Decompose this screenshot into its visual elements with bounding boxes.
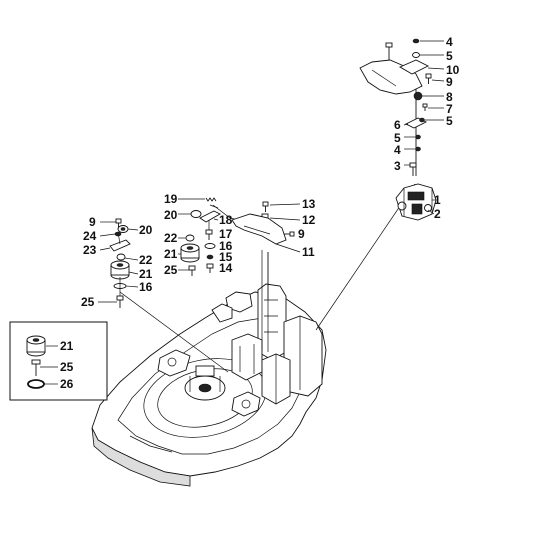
callout-14: 14	[219, 261, 233, 275]
callout-22: 22	[139, 253, 153, 267]
callout-24: 24	[83, 229, 97, 243]
callout-11: 11	[302, 245, 315, 259]
washer-icon	[412, 52, 420, 58]
washer-icon	[419, 117, 425, 123]
washer-icon	[206, 254, 214, 260]
callout-7: 7	[446, 102, 453, 116]
gearbox-icon	[395, 183, 437, 221]
callout-9: 9	[89, 215, 96, 229]
callout-12: 12	[302, 213, 316, 227]
bracket-icon	[109, 239, 131, 252]
nut-icon	[116, 253, 126, 261]
mower-deck	[91, 250, 327, 487]
callout-6: 6	[394, 118, 401, 132]
nut-icon	[117, 225, 129, 233]
screw-icon	[422, 103, 428, 111]
callout-20: 20	[164, 208, 178, 222]
callout-22: 22	[164, 231, 178, 245]
callout-23: 23	[83, 243, 97, 257]
screw-icon	[262, 201, 269, 212]
callout-5: 5	[394, 131, 401, 145]
bolt-icon	[188, 265, 196, 276]
gearbox-assembly	[359, 38, 437, 221]
callout-20: 20	[139, 223, 153, 237]
callout-21: 21	[164, 247, 178, 261]
callout-13: 13	[302, 197, 316, 211]
callout-25: 25	[164, 263, 178, 277]
callout-25: 25	[60, 360, 74, 374]
belt-guard-assembly	[231, 201, 295, 245]
callout-21: 21	[139, 267, 153, 281]
pulley-icon	[180, 243, 200, 263]
callout-3: 3	[394, 159, 401, 173]
washer-icon	[415, 134, 421, 140]
washer-icon	[412, 38, 420, 44]
inset-box	[9, 321, 108, 401]
bolt-icon	[31, 359, 41, 376]
callout-9: 9	[298, 227, 305, 241]
tension-arm-icon	[199, 210, 221, 223]
belt-guard-icon	[231, 213, 287, 245]
bolt-icon	[116, 295, 124, 308]
callout-19: 19	[164, 192, 178, 206]
bolt-icon	[205, 229, 213, 240]
callout-16: 16	[219, 239, 233, 253]
callout-10: 10	[446, 63, 460, 77]
callout-15: 15	[219, 250, 233, 264]
pulley-icon	[110, 260, 130, 280]
callout-5: 5	[446, 114, 453, 128]
callout-5: 5	[446, 49, 453, 63]
callout-labels: 4 5 10 9 8 7 5 6 5 4 3 1 2 19 20 18 22 2…	[60, 35, 460, 391]
bushing-icon	[413, 91, 423, 101]
screw-icon	[425, 73, 432, 84]
callout-25: 25	[81, 295, 95, 309]
callout-17: 17	[219, 227, 233, 241]
pulley-icon	[26, 335, 46, 357]
callout-4: 4	[394, 143, 401, 157]
bolt-icon	[206, 263, 214, 273]
bracket-icon	[399, 59, 430, 75]
callout-9: 9	[446, 75, 453, 89]
screw-icon	[284, 231, 295, 237]
callout-21: 21	[60, 339, 74, 353]
callout-2: 2	[434, 207, 441, 221]
callout-16: 16	[139, 280, 153, 294]
callout-8: 8	[446, 90, 453, 104]
callout-4: 4	[446, 35, 453, 49]
washer-icon	[415, 146, 421, 152]
nut-icon	[185, 234, 195, 242]
washer-icon	[204, 243, 216, 249]
label-leaders	[40, 40, 445, 385]
callout-18: 18	[219, 213, 233, 227]
left-pulley-assembly	[109, 218, 131, 308]
spring-icon	[205, 197, 217, 202]
callout-1: 1	[434, 193, 441, 207]
bolt-icon	[409, 162, 417, 176]
callout-26: 26	[60, 377, 74, 391]
center-pulley-assembly	[180, 197, 221, 276]
nut-icon	[190, 210, 202, 218]
